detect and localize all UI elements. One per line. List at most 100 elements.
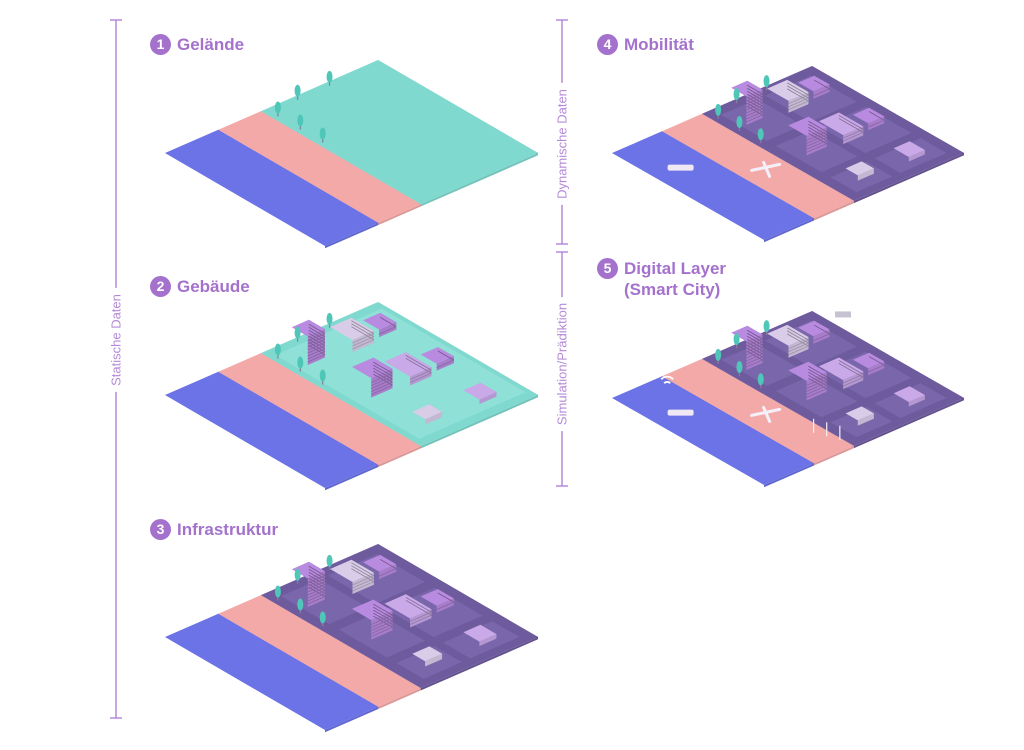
tree-crown bbox=[319, 127, 326, 140]
beach-band-front bbox=[814, 445, 854, 466]
building-top bbox=[363, 554, 397, 572]
window-row bbox=[351, 320, 375, 335]
window-row bbox=[746, 114, 763, 123]
window-row bbox=[351, 568, 375, 583]
window-row bbox=[351, 323, 375, 338]
building-top bbox=[384, 352, 432, 377]
window-row bbox=[307, 581, 325, 590]
window-row bbox=[371, 378, 393, 389]
window-row bbox=[308, 565, 326, 576]
building-front bbox=[908, 395, 925, 407]
window-row bbox=[746, 338, 763, 347]
wifi-icon bbox=[660, 375, 674, 384]
satellite-icon bbox=[835, 311, 852, 318]
tree bbox=[763, 320, 770, 336]
building bbox=[291, 561, 326, 607]
building bbox=[767, 79, 809, 113]
window-row bbox=[747, 105, 763, 116]
tree-crown bbox=[319, 369, 326, 382]
building bbox=[853, 107, 885, 131]
building bbox=[352, 599, 393, 640]
window-row bbox=[868, 356, 885, 366]
water-band-top bbox=[165, 129, 379, 246]
building-front bbox=[843, 126, 864, 145]
building bbox=[845, 406, 874, 426]
building-front bbox=[857, 168, 874, 181]
window-row bbox=[307, 593, 325, 602]
window-row bbox=[379, 317, 397, 328]
terrain-band-front bbox=[420, 153, 538, 207]
window-row bbox=[436, 359, 454, 368]
tree-crown bbox=[715, 103, 722, 116]
layer-5 bbox=[612, 311, 964, 488]
window-row bbox=[814, 79, 830, 90]
building bbox=[893, 386, 925, 407]
beach-band bbox=[218, 353, 421, 467]
tree bbox=[326, 312, 333, 328]
building-top bbox=[845, 161, 874, 176]
water-band bbox=[612, 376, 814, 488]
window-row bbox=[788, 339, 809, 350]
window-row bbox=[746, 353, 763, 362]
building bbox=[291, 319, 326, 365]
window-row bbox=[806, 376, 827, 386]
window-row bbox=[843, 377, 864, 387]
building bbox=[788, 361, 827, 401]
window-row bbox=[747, 329, 763, 340]
tree bbox=[715, 103, 722, 119]
water-band-front bbox=[325, 464, 379, 491]
step-3-infrastructure: 3 Infrastruktur bbox=[150, 519, 278, 540]
window-row bbox=[405, 599, 432, 616]
simulation-label: Simulation/Prädiktion bbox=[554, 296, 570, 432]
terrain-band-front bbox=[420, 395, 538, 449]
window-row bbox=[806, 134, 827, 144]
beach-band-top bbox=[218, 111, 421, 223]
window-row bbox=[371, 623, 393, 634]
beach-band-front bbox=[378, 446, 421, 467]
window-row bbox=[806, 137, 827, 147]
building-top bbox=[463, 382, 497, 400]
window-row bbox=[352, 581, 374, 592]
tree bbox=[757, 128, 764, 144]
window-row bbox=[747, 90, 763, 101]
building bbox=[731, 325, 763, 370]
beach-band bbox=[662, 358, 854, 466]
building bbox=[788, 116, 827, 156]
building-top bbox=[420, 347, 454, 364]
window-row bbox=[787, 82, 809, 96]
building-top bbox=[818, 357, 864, 381]
tree bbox=[763, 75, 770, 91]
building bbox=[412, 646, 443, 667]
tree-crown bbox=[763, 75, 770, 88]
window-row bbox=[813, 88, 830, 97]
window-row bbox=[378, 568, 397, 577]
terrain-band-top bbox=[260, 60, 538, 205]
window-row bbox=[838, 118, 864, 133]
road-base-front bbox=[854, 398, 964, 449]
window-row bbox=[747, 99, 763, 110]
window-row bbox=[371, 614, 393, 625]
building-front bbox=[479, 634, 497, 647]
window-row bbox=[437, 592, 454, 603]
building-top bbox=[853, 352, 885, 369]
window-row bbox=[351, 562, 375, 577]
tree-crown bbox=[326, 70, 333, 83]
city-block bbox=[721, 344, 803, 386]
building bbox=[798, 320, 830, 344]
tree bbox=[297, 598, 304, 614]
ship bbox=[667, 409, 694, 416]
tree bbox=[274, 343, 281, 359]
window-row bbox=[746, 344, 763, 353]
building-front bbox=[379, 322, 397, 338]
tree bbox=[294, 326, 301, 342]
window-row bbox=[868, 119, 885, 128]
water-band-front bbox=[325, 706, 379, 733]
building-top bbox=[463, 624, 497, 642]
window-row bbox=[747, 93, 763, 104]
building-top bbox=[788, 361, 827, 381]
building-front bbox=[425, 653, 443, 667]
building-top bbox=[853, 107, 885, 124]
layer-4 bbox=[612, 66, 964, 243]
window-row bbox=[747, 347, 763, 358]
tree bbox=[297, 356, 304, 372]
